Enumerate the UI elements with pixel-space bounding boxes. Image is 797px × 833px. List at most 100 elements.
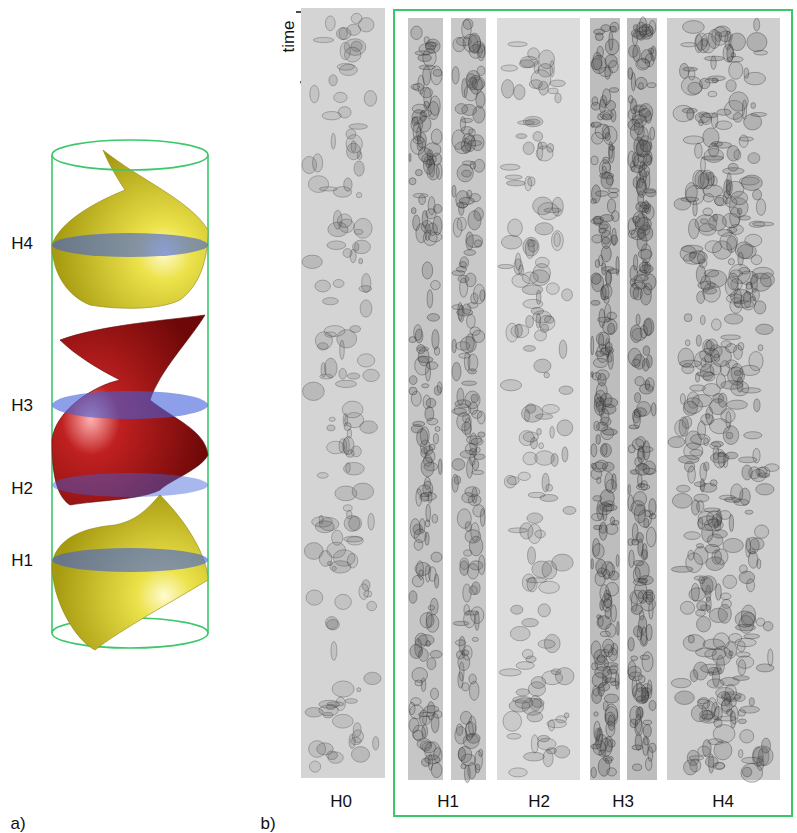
- vortex-blob: [315, 521, 334, 533]
- vortex-blob: [435, 574, 439, 588]
- vortex-blob: [468, 211, 481, 230]
- vortex-blob: [647, 355, 653, 368]
- vortex-blob: [521, 405, 543, 422]
- vortex-blob: [544, 372, 550, 378]
- vortex-blob: [415, 329, 423, 343]
- vortex-blob: [528, 547, 536, 565]
- vortex-blob: [689, 756, 703, 760]
- vortex-blob: [542, 405, 559, 414]
- vortex-blob: [460, 117, 465, 131]
- vortex-blob: [600, 631, 610, 636]
- vortex-blob: [647, 83, 656, 88]
- vortex-blob: [409, 376, 417, 385]
- vortex-blob: [745, 510, 753, 514]
- vortex-blob: [610, 22, 619, 32]
- vortex-blob: [522, 619, 539, 627]
- vortex-blob: [413, 730, 423, 740]
- vortex-blob: [683, 67, 698, 71]
- vortex-blob: [303, 382, 325, 400]
- vortex-blob: [592, 513, 604, 520]
- vortex-blob: [327, 751, 338, 760]
- vortex-blob: [423, 66, 431, 85]
- vortex-blob: [457, 164, 473, 182]
- vortex-blob: [452, 459, 465, 471]
- vortex-blob: [644, 283, 652, 295]
- vortex-blob: [327, 441, 345, 454]
- vortex-blob: [628, 637, 634, 651]
- vortex-blob: [703, 113, 718, 117]
- vortex-blob: [727, 400, 748, 409]
- vortex-blob: [591, 559, 593, 569]
- vortex-blob: [504, 475, 516, 488]
- vortex-blob: [599, 309, 605, 328]
- vortex-blob: [740, 730, 754, 743]
- vortex-blob: [697, 616, 711, 632]
- vortex-blob: [538, 604, 550, 617]
- vortex-blob: [514, 85, 525, 100]
- vortex-blob: [508, 528, 528, 533]
- vortex-blob: [684, 760, 698, 775]
- vortex-blob: [413, 421, 425, 426]
- yellow-helix-lower: [52, 495, 208, 650]
- vortex-blob: [751, 255, 762, 265]
- vortex-blob: [596, 435, 600, 445]
- vortex-blob: [721, 381, 743, 390]
- vortex-blob: [429, 444, 435, 450]
- vortex-blob: [755, 525, 769, 538]
- vortex-blob: [352, 483, 374, 500]
- vortex-blob: [649, 700, 656, 710]
- vortex-blob: [644, 738, 650, 745]
- vortex-blob: [531, 735, 538, 753]
- vortex-blob: [313, 37, 333, 42]
- vortex-blob: [344, 515, 360, 531]
- vortex-blob: [744, 68, 749, 78]
- vortex-blob: [463, 304, 471, 314]
- vortex-blob: [357, 688, 361, 692]
- vortex-blob: [467, 314, 476, 328]
- vortex-blob: [354, 218, 372, 238]
- vortex-blob: [534, 61, 539, 74]
- vortex-blob: [356, 193, 362, 198]
- vortex-blob: [469, 674, 476, 684]
- vortex-blob: [738, 252, 743, 265]
- vortex-blob: [457, 509, 471, 529]
- section-label: H3: [11, 397, 33, 414]
- vortex-blob: [432, 514, 438, 523]
- vortex-blob: [684, 314, 692, 322]
- vortex-blob: [472, 637, 478, 641]
- vortex-blob: [649, 743, 656, 752]
- vortex-blob: [643, 189, 656, 193]
- vortex-blob: [595, 260, 599, 268]
- vortex-blob: [754, 18, 760, 31]
- vortex-blob: [419, 195, 426, 205]
- vortex-blob: [466, 235, 482, 248]
- vortex-blob: [637, 217, 652, 230]
- vortex-blob: [360, 421, 378, 434]
- vortex-blob: [559, 340, 567, 359]
- vortex-blob: [531, 677, 546, 689]
- vortex-blob: [344, 536, 363, 542]
- vortex-blob: [591, 122, 601, 127]
- vortex-blob: [534, 359, 551, 373]
- vortex-blob: [562, 289, 573, 301]
- vortex-blob: [508, 42, 527, 47]
- vortex-blob: [703, 740, 712, 758]
- vortex-blob: [739, 137, 753, 141]
- strip-background: [497, 18, 580, 780]
- vortex-blob: [309, 741, 326, 758]
- vortex-blob: [471, 293, 478, 304]
- vortex-blob: [527, 712, 543, 722]
- vortex-blob: [611, 605, 616, 622]
- vortex-blob: [592, 235, 602, 243]
- vortex-blob: [633, 287, 642, 300]
- vortex-blob: [475, 764, 480, 773]
- vortex-blob: [703, 185, 723, 197]
- vortex-blob: [460, 561, 469, 576]
- vortex-blob: [602, 444, 607, 456]
- vortex-blob: [768, 649, 773, 666]
- vortex-blob: [631, 501, 645, 516]
- vortex-blob: [628, 484, 630, 494]
- vortex-blob: [425, 450, 435, 462]
- vortex-blob: [603, 639, 614, 653]
- vortex-blob: [459, 197, 474, 204]
